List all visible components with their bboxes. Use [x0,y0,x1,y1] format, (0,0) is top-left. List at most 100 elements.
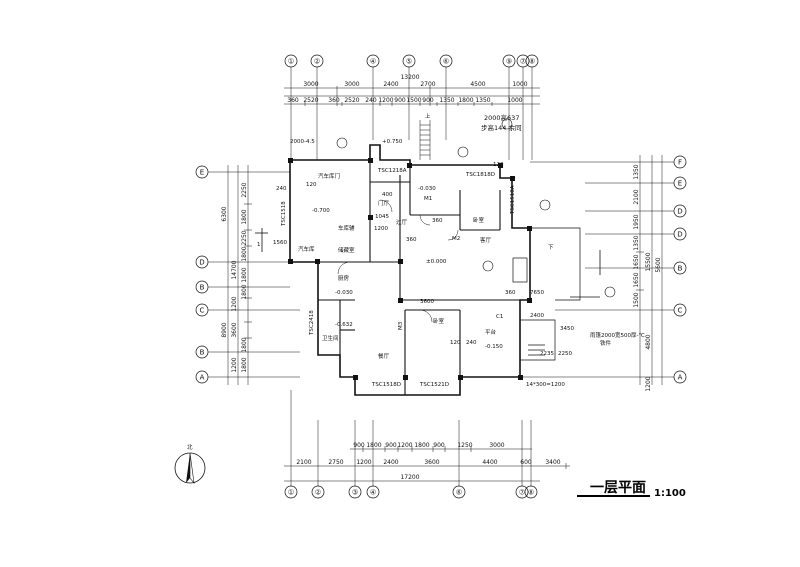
dim-text: 1800 [458,97,473,104]
window-tag: TSC1518A [510,185,516,215]
left-dimension-lines [208,165,300,385]
dim-text: 360 [328,97,340,104]
window-tag: TSC1518D [371,382,401,388]
elev-f: -0.150 [485,344,503,350]
dim-text: 8900 [221,322,228,337]
room-label: 厨房 [338,274,350,282]
dim-text: 14700 [231,260,238,279]
dim-text: 1800 [241,337,248,352]
dim-label: 3600 [420,299,434,305]
interior-walls [318,160,530,395]
dim-text: 3000 [489,442,504,449]
dim-text: 240 [365,97,377,104]
dim-label: 360 [406,237,417,243]
dim-text: 3400 [545,459,560,466]
axis-label: E [200,169,204,177]
axis-label: ⑥ [456,489,462,497]
dim-text: 1800 [241,267,248,282]
dim-label: 360 [432,218,443,224]
elev-d: -0.030 [335,290,353,296]
door-tag: M2 [452,236,460,242]
dim-text: 3600 [231,322,238,337]
dim-text: 4500 [470,81,485,88]
dim-text: 1200 [231,357,238,372]
dim-text: 900 [385,442,397,449]
room-label: 门厅 [378,199,390,207]
bottom-dimension-lines [284,390,570,486]
axis-label: C [678,307,683,315]
dim-label: 2400 [530,313,544,319]
axis-label: ② [314,58,320,66]
dim-text: 360 [287,97,299,104]
columns [288,158,532,380]
door-tag: M3 [398,321,404,330]
elev-e: -0.632 [335,322,353,328]
dim-text: 1200 [397,442,412,449]
dim-text: 5600 [655,257,662,272]
dim-text: 2250 [241,230,248,245]
bottom-dimension-text: 900 1800 900 1200 1800 900 1250 3000 210… [296,442,560,481]
axis-label: ⑦ [520,58,526,66]
room-label: 上 [425,112,431,120]
dim-text: 1950 [633,214,640,229]
top-note-1: 2000高637 [484,113,519,122]
axis-label: E [678,180,682,188]
dim-text: 900 [433,442,445,449]
top-axis-labels: ① ② ④ ⑤ ⑥ ⑨ ⑦ ⑧ [288,58,535,66]
dim-text: 1800 [414,442,429,449]
dim-text: 1800 [241,357,248,372]
room-label: 餐厅 [378,352,390,360]
dim-label: 240 [466,340,477,346]
dim-text: 3600 [424,459,439,466]
room-label: 车库辅 [338,224,355,232]
window-tag: TSC1218A [377,168,407,174]
room-label: 下 [548,244,554,251]
axis-label: B [200,349,205,357]
axis-label: D [677,208,682,216]
dim-text: 1800 [241,284,248,299]
axis-label: ① [288,489,294,497]
axis-label: F [678,159,682,167]
dim-label: 120 [493,162,504,168]
dim-text: 1800 [366,442,381,449]
right-axis-labels: F E D D B C A [677,159,682,382]
dim-text: 1350 [633,164,640,179]
dim-label: 3450 [560,326,574,332]
axis-label: ④ [370,489,376,497]
dim-text: 2520 [344,97,359,104]
right-dimension-text: 15500 5600 4800 1200 1350 2100 1950 1350… [633,164,662,391]
dim-text: 1350 [475,97,490,104]
elev-top: +0.750 [382,139,403,145]
top-note-2: 步高144 余同 [481,123,521,132]
dim-total: 17200 [400,474,419,481]
room-label: 汽车库门 [318,172,340,180]
room-label: 汽车库 [298,245,315,253]
dim-text: 1500 [633,292,640,307]
title-block: 一层平面 1:100 [577,480,686,499]
dim-text: 1800 [241,246,248,261]
drawing-title: 一层平面 [590,480,646,496]
bottom-note: 14*300=1200 [526,382,565,388]
dim-text: 2400 [383,81,398,88]
terrace-outline [512,227,581,361]
axis-label: ⑨ [506,58,512,66]
window-tag: TSC1521D [419,382,449,388]
dim-text: 1800 [241,209,248,224]
north-arrow: 北 [174,443,206,485]
room-label: 过厅 [396,218,408,226]
dim-text: 1250 [457,442,472,449]
dim-text: 4800 [645,334,652,349]
door-swings [337,199,459,323]
dim-text: 1200 [378,97,393,104]
door-tag: C1 [496,314,503,320]
dim-label: 240 [276,186,287,192]
elev-a: -0.030 [418,186,436,192]
north-label: 北 [187,443,193,451]
left-axis-labels: E D B C B A [199,169,204,382]
top-dimension-lines [284,67,540,160]
axis-label: A [200,374,205,382]
dim-text: 2100 [633,189,640,204]
right-note-2: 铁件 [600,339,612,347]
left-dimension-text: 6300 14700 8900 2250 1800 2250 1800 1800… [221,182,248,372]
